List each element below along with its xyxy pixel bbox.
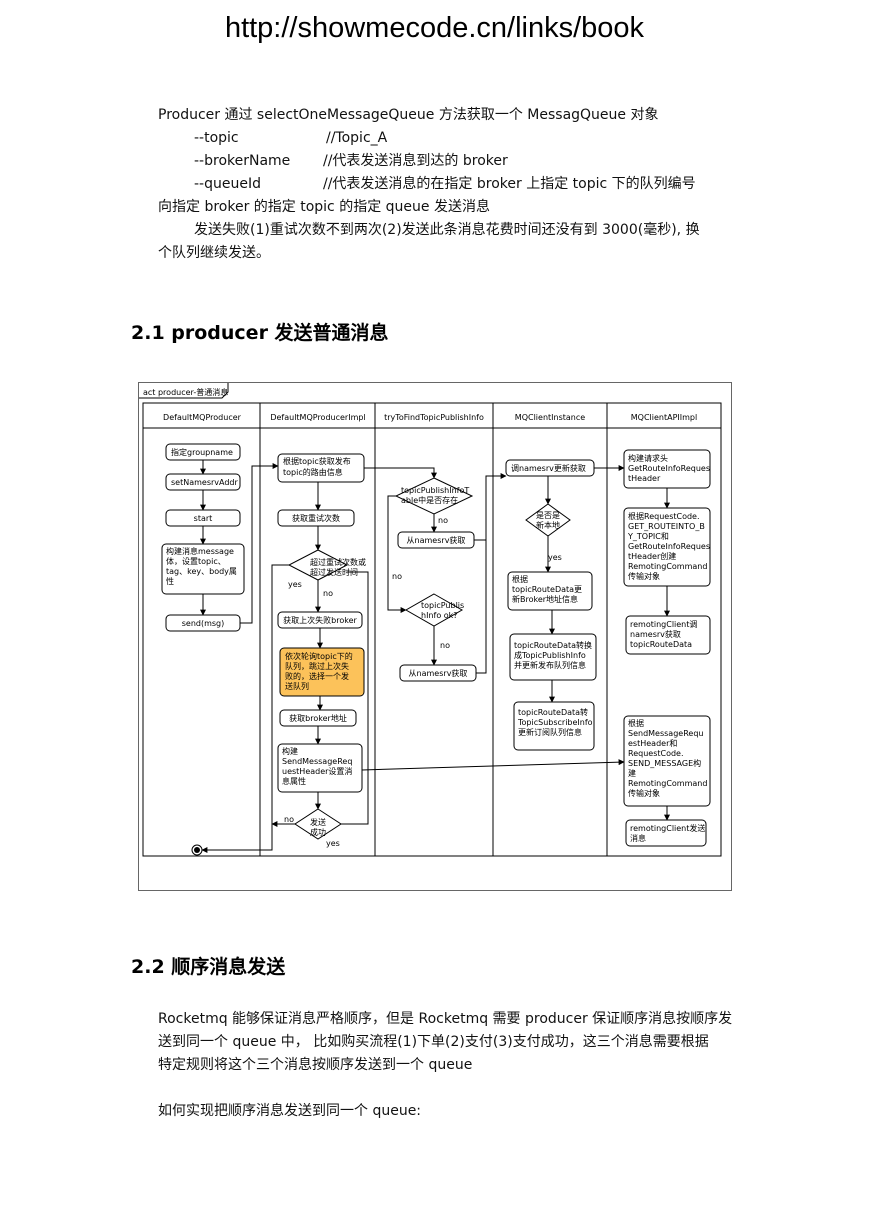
node-build-header-1: 构建 — [282, 746, 298, 756]
node-get-broker-addr: 获取broker地址 — [289, 713, 347, 723]
section2-line-2: 送到同一个 queue 中， 比如购买流程(1)下单(2)支付(3)支付成功，这… — [158, 1034, 709, 1050]
decision-topic-table-exists-2: able中是否存在 — [401, 495, 458, 505]
label-no-publish-info: no — [440, 641, 450, 650]
node-build-header-2: SendMessageReq — [282, 757, 352, 766]
decision-retry-exceeded-2: 超过发送时间 — [310, 567, 358, 577]
decision-publish-info-ok-1: topicPublis — [421, 601, 464, 610]
node-select-queue-3: 败的，选择一个发 — [285, 671, 349, 681]
node-get-route-info-2: topic的路由信息 — [283, 467, 343, 477]
decision-retry-exceeded-1: 超过重试次数或 — [310, 557, 366, 567]
activity-diagram: act producer-普通消息 DefaultMQProducer Defa… — [138, 382, 732, 891]
intro-broker-value: //代表发送消息到达的 broker — [323, 153, 508, 169]
node-create-send-command-8: 传输对象 — [628, 788, 660, 798]
intro-topic-key: --topic — [194, 130, 239, 146]
decision-send-success-2: 成功 — [310, 827, 326, 837]
node-convert-subscribe-info-1: topicRouteData转 — [518, 707, 588, 717]
node-update-broker-addr-1: 根据 — [512, 574, 528, 584]
node-build-route-header-2: GetRouteInfoReques — [628, 464, 710, 473]
label-no-retry: no — [323, 589, 333, 598]
label-yes-retry: yes — [288, 580, 302, 589]
node-create-route-command-3: Y_TOPIC和 — [627, 532, 669, 541]
node-build-message-1: 构建消息message — [166, 546, 234, 556]
node-create-send-command-5: SEND_MESSAGE构 — [628, 758, 701, 768]
node-create-route-command-1: 根据RequestCode. — [628, 511, 700, 521]
label-no-side: no — [392, 572, 402, 581]
page-header-url: http://showmecode.cn/links/book — [224, 12, 645, 44]
label-no-topic-table: no — [438, 516, 448, 525]
node-get-route-info-1: 根据topic获取发布 — [283, 456, 351, 466]
node-create-send-command-7: RemotingCommand — [628, 779, 707, 788]
decision-is-local-1: 是否是 — [536, 511, 560, 520]
label-yes-send: yes — [326, 839, 340, 848]
node-get-last-failed-broker: 获取上次失败broker — [283, 615, 357, 625]
diagram-frame-label: act producer-普通消息 — [143, 387, 228, 397]
section-heading-2-2: 2.2 顺序消息发送 — [131, 956, 286, 978]
node-fetch-from-namesrv-2: 从namesrv获取 — [409, 668, 468, 678]
node-get-retry-times: 获取重试次数 — [292, 513, 340, 523]
node-build-route-header-3: tHeader — [628, 474, 661, 483]
node-create-send-command-4: RequestCode. — [628, 749, 684, 758]
node-send-msg: send(msg) — [182, 619, 225, 628]
node-convert-subscribe-info-3: 更新订阅队列信息 — [518, 727, 582, 737]
node-update-broker-addr-3: 新Broker地址信息 — [512, 594, 578, 604]
node-build-route-header-1: 构建请求头 — [628, 453, 668, 463]
section2-line-3: 特定规则将这个三个消息按顺序发送到一个 queue — [158, 1057, 473, 1073]
decision-is-local-2: 新本地 — [536, 520, 560, 530]
node-build-message-4: 性 — [166, 576, 174, 586]
node-set-namesrv-addr: setNamesrvAddr — [171, 478, 239, 487]
decision-send-success-1: 发送 — [310, 817, 326, 827]
node-convert-publish-info-3: 并更新发布队列信息 — [514, 660, 586, 670]
node-select-queue-1: 依次轮询topic下的 — [285, 651, 353, 661]
node-fetch-route-data-2: namesrv获取 — [630, 629, 681, 639]
final-node — [194, 847, 200, 853]
node-set-groupname: 指定groupname — [171, 447, 233, 457]
node-build-header-3: uestHeader设置消 — [282, 766, 352, 776]
label-no-send: no — [284, 815, 294, 824]
intro-queue-value: //代表发送消息的在指定 broker 上指定 topic 下的队列编号 — [323, 176, 696, 192]
node-fetch-route-data-3: topicRouteData — [630, 640, 692, 649]
node-create-route-command-4: GetRouteInfoReques — [628, 542, 710, 551]
label-yes-local: yes — [548, 553, 562, 562]
node-select-queue-2: 队列，跳过上次失 — [285, 661, 349, 671]
node-create-send-command-2: SendMessageRequ — [628, 729, 703, 738]
section2-line-1: Rocketmq 能够保证消息严格顺序，但是 Rocketmq 需要 produ… — [158, 1011, 733, 1027]
node-convert-publish-info-1: topicRouteData转换 — [514, 640, 592, 650]
node-update-broker-addr-2: topicRouteData更 — [512, 585, 582, 594]
decision-publish-info-ok-2: hInfo ok? — [421, 611, 458, 620]
section2-line-4: 如何实现把顺序消息发送到同一个 queue: — [158, 1103, 422, 1119]
intro-broker-key: --brokerName — [194, 153, 291, 169]
intro-line-6: 发送失败(1)重试次数不到两次(2)发送此条消息花费时间还没有到 3000(毫秒… — [194, 222, 700, 238]
intro-line-5: 向指定 broker 的指定 topic 的指定 queue 发送消息 — [158, 199, 490, 215]
node-start: start — [194, 514, 213, 523]
node-remoting-send-1: remotingClient发送 — [630, 823, 705, 833]
node-build-message-3: tag、key、body属 — [166, 567, 237, 576]
lane-header-mqclientapiimpl: MQClientAPIImpl — [631, 413, 697, 422]
node-build-header-4: 息属性 — [282, 776, 306, 786]
node-create-send-command-1: 根据 — [628, 718, 644, 728]
lane-header-defaultmqproducer: DefaultMQProducer — [163, 413, 242, 422]
node-convert-subscribe-info-2: TopicSubscribeInfo — [517, 718, 593, 727]
lane-header-mqclientinstance: MQClientInstance — [515, 413, 585, 422]
decision-topic-table-exists-1: topicPublishInfoT — [401, 486, 469, 495]
node-build-message-2: 体，设置topic、 — [166, 556, 226, 566]
node-fetch-route-data-1: remotingClient调 — [630, 620, 697, 629]
node-create-route-command-6: RemotingCommand — [628, 562, 707, 571]
node-convert-publish-info-2: 成TopicPublishInfo — [514, 650, 586, 660]
node-create-route-command-2: GET_ROUTEINTO_B — [628, 522, 705, 531]
node-create-route-command-7: 传输对象 — [628, 571, 660, 581]
node-create-send-command-6: 建 — [628, 768, 636, 778]
lane-header-trytofindtopicpublishinfo: tryToFindTopicPublishInfo — [384, 413, 484, 422]
intro-line-1: Producer 通过 selectOneMessageQueue 方法获取一个… — [158, 107, 659, 123]
intro-line-7: 个队列继续发送。 — [158, 245, 270, 261]
node-remoting-send-2: 消息 — [630, 833, 646, 843]
section-heading-2-1: 2.1 producer 发送普通消息 — [131, 322, 389, 344]
node-create-route-command-5: tHeader创建 — [628, 551, 676, 561]
node-fetch-from-namesrv-1: 从namesrv获取 — [407, 535, 466, 545]
intro-topic-value: //Topic_A — [326, 130, 388, 146]
node-select-queue-4: 送队列 — [285, 681, 309, 691]
node-create-send-command-3: estHeader和 — [628, 739, 677, 748]
node-call-namesrv-update: 调namesrv更新获取 — [511, 463, 586, 473]
intro-queue-key: --queueId — [194, 176, 261, 192]
lane-header-defaultmqproducerimpl: DefaultMQProducerImpl — [270, 413, 365, 422]
